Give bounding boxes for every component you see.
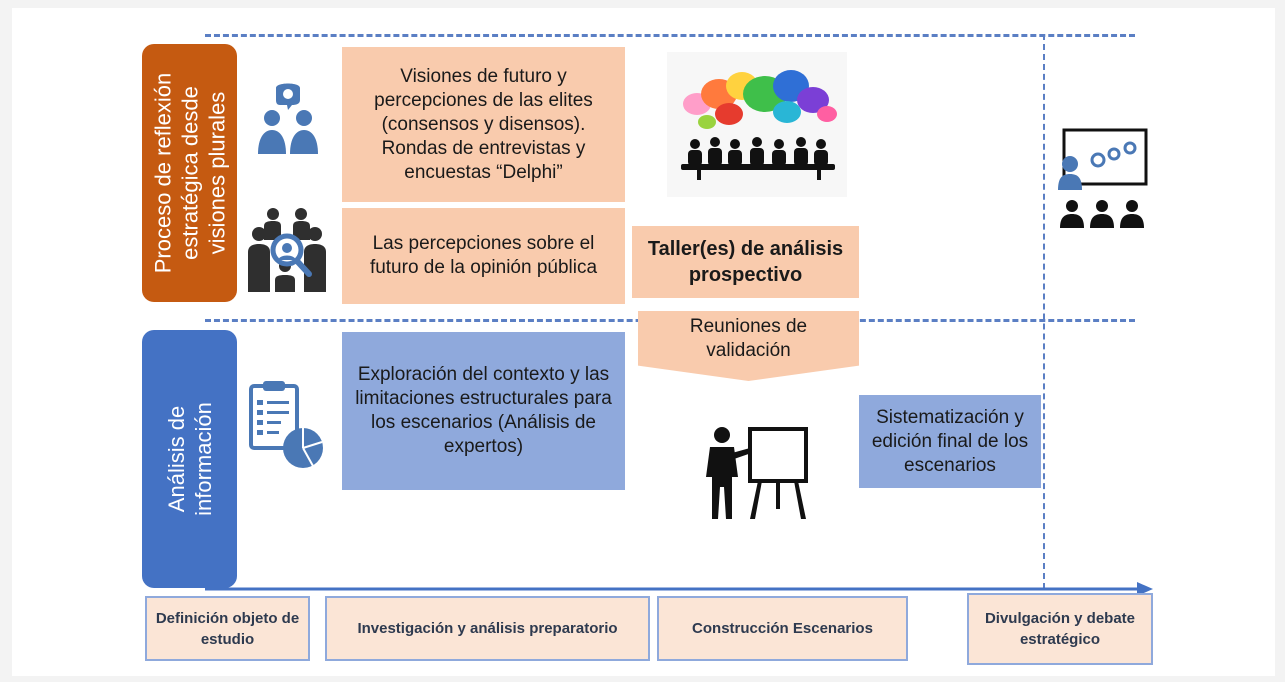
box-taller-text: Taller(es) de análisis prospectivo <box>647 238 844 286</box>
box-opinion-text: Las percepciones sobre el futuro de la o… <box>369 233 598 278</box>
people-dialog-icon <box>258 83 318 154</box>
box-opinion: Las percepciones sobre el futuro de la o… <box>342 208 625 304</box>
phase-construccion-text: Construcción Escenarios <box>692 620 873 637</box>
box-exploracion-text: Exploración del contexto y las limitacio… <box>355 364 612 457</box>
diagram-canvas: Proceso de reflexión estratégica desde v… <box>12 8 1275 676</box>
presenter-icon <box>706 427 808 519</box>
row-label-analisis: Análisis de información <box>142 330 237 588</box>
phase-divulgacion-text: Divulgación y debate estratégico <box>984 610 1136 648</box>
box-elites: Visiones de futuro y percepciones de las… <box>342 47 625 202</box>
phase-construccion: Construcción Escenarios <box>657 596 908 661</box>
row-label-reflexion: Proceso de reflexión estratégica desde v… <box>142 44 237 302</box>
speech-bubbles-meeting-icon <box>667 52 847 197</box>
vertical-dashed-line <box>1043 34 1045 589</box>
phase-definicion: Definición objeto de estudio <box>145 596 310 661</box>
phase-definicion-text: Definición objeto de estudio <box>155 609 300 648</box>
box-elites-text: Visiones de futuro y percepciones de las… <box>374 65 593 183</box>
team-search-icon <box>248 208 326 292</box>
phase-investigacion-text: Investigación y análisis preparatorio <box>357 620 618 637</box>
row-label-reflexion-text: Proceso de reflexión estratégica desde v… <box>150 72 229 274</box>
presentation-audience-icon <box>1058 128 1148 228</box>
box-taller: Taller(es) de análisis prospectivo <box>632 226 859 298</box>
top-dashed-line <box>205 34 1135 37</box>
phase-divulgacion: Divulgación y debate estratégico <box>967 593 1153 665</box>
row-label-analisis-text: Análisis de información <box>163 402 216 516</box>
phase-investigacion: Investigación y análisis preparatorio <box>325 596 650 661</box>
box-sistematizacion: Sistematización y edición final de los e… <box>859 395 1041 488</box>
box-reuniones: Reuniones de validación <box>638 311 859 381</box>
timeline-arrow <box>205 582 1153 596</box>
box-sistematizacion-text: Sistematización y edición final de los e… <box>871 406 1029 476</box>
box-reuniones-text: Reuniones de validación <box>689 316 808 361</box>
box-exploracion: Exploración del contexto y las limitacio… <box>342 332 625 490</box>
clipboard-chart-icon <box>249 381 323 468</box>
